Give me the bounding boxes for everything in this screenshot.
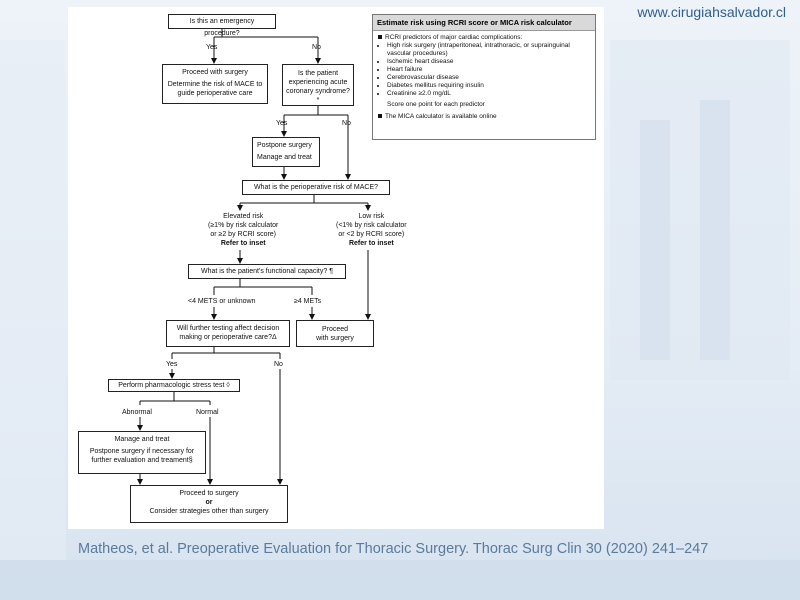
mets-low-label: <4 METS or unknown [188,298,256,305]
proceed-with-surgery-box: Proceed with surgery [296,320,374,347]
proceed-box-line2: with surgery [316,335,354,342]
acs-question-text: Is the patient experiencing acute corona… [286,70,350,104]
postpone-detail: Manage and treat [257,154,312,161]
predictor-item: Heart failure [387,66,590,74]
score-note: Score one point for each predictor [387,101,485,108]
yes-label-1: Yes [206,44,218,51]
predictor-item: Cerebrovascular disease [387,74,590,82]
proceed-surgery-title: Proceed with surgery [182,69,248,76]
elevated-title: Elevated risk [223,213,264,220]
inset-title: Estimate risk using RCRI score or MICA r… [373,15,595,31]
stress-test-text: Perform pharmacologic stress test ◊ [118,382,230,389]
bullet-square-icon [378,35,382,40]
elevated-risk-label: Elevated risk (≥1% by risk calculator or… [208,212,278,248]
yes-label-3: Yes [166,361,178,368]
proceed-surgery-detail: Determine the risk of MACE to guide peri… [167,81,263,97]
low-risk-label: Low risk (<1% by risk calculator or <2 b… [336,212,407,248]
risk-question: What is the perioperative risk of MACE? [242,180,390,195]
low-calc: (<1% by risk calculator [336,222,407,229]
inset-intro-text: RCRI predictors of major cardiac complic… [385,34,523,41]
mets-high-label: ≥4 METs [294,298,322,305]
elevated-calc: (≥1% by risk calculator [208,222,279,229]
functional-question-text: What is the patient's functional capacit… [201,268,333,275]
final-line1: Proceed to surgery [179,490,239,497]
inset-intro: RCRI predictors of major cardiac complic… [378,34,590,42]
mica-note: The MICA calculator is available online [378,113,590,121]
risk-question-text: What is the perioperative risk of MACE? [253,184,379,191]
flowchart-panel: Is this an emergency procedure? Yes No P… [68,7,604,529]
predictor-item: Ischemic heart disease [387,58,590,66]
site-url[interactable]: www.cirugiahsalvador.cl [637,4,786,20]
low-title: Low risk [358,213,385,220]
inset-body: RCRI predictors of major cardiac complic… [373,31,595,124]
final-line2: or [205,499,213,506]
mica-note-text: The MICA calculator is available online [385,113,497,120]
flowchart-connectors [137,29,371,485]
predictor-list: High risk surgery (intraperitoneal, intr… [378,42,590,98]
testing-question-text: Will further testing affect decision mak… [176,325,280,341]
final-box: Proceed to surgery or Consider strategie… [130,485,288,523]
citation-caption: Matheos, et al. Preoperative Evaluation … [78,541,709,557]
yes-label-2: Yes [276,120,288,127]
bullet-square-icon [378,114,382,119]
manage-detail: Postpone surgery if necessary for furthe… [89,448,195,464]
predictor-item: High risk surgery (intraperitoneal, intr… [387,42,590,58]
functional-question: What is the patient's functional capacit… [188,264,346,279]
emergency-question: Is this an emergency procedure? [168,14,276,37]
low-refer: Refer to inset [348,240,394,247]
emergency-question-text: Is this an emergency procedure? [189,18,255,37]
postpone-title: Postpone surgery [257,142,312,149]
normal-label: Normal [196,409,219,416]
no-label-1: No [312,44,321,51]
abnormal-label: Abnormal [122,409,152,416]
stress-test-box: Perform pharmacologic stress test ◊ [108,379,240,392]
acs-question: Is the patient experiencing acute corona… [282,64,354,106]
low-rcri: or <2 by RCRI score) [338,231,405,238]
predictor-item: Creatinine ≥2.0 mg/dL [387,90,590,98]
elevated-refer: Refer to inset [220,240,266,247]
no-label-2: No [342,120,351,127]
manage-treat-box: Manage and treat Postpone surgery if nec… [78,431,206,474]
elevated-rcri: or ≥2 by RCRI score) [210,231,277,238]
no-label-3: No [274,361,283,368]
manage-title: Manage and treat [114,436,170,443]
postpone-box: Postpone surgery Manage and treat [252,137,320,167]
proceed-surgery-box: Proceed with surgery Determine the risk … [162,64,268,104]
predictor-item: Diabetes mellitus requiring insulin [387,82,590,90]
final-line3: Consider strategies other than surgery [149,508,269,515]
risk-inset: Estimate risk using RCRI score or MICA r… [372,14,596,140]
testing-question: Will further testing affect decision mak… [166,320,290,347]
proceed-box-line1: Proceed [321,326,349,333]
